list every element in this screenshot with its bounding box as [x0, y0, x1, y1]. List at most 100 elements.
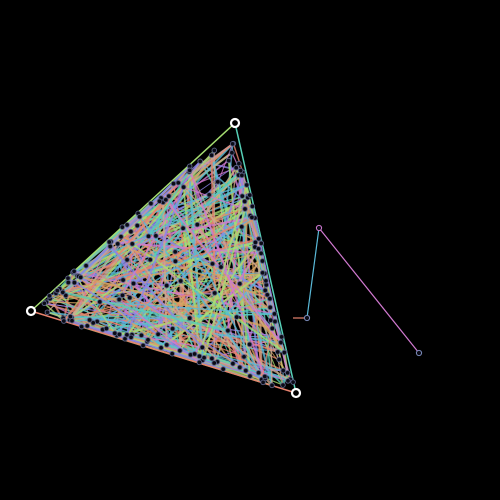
graph-node[interactable]: [148, 200, 154, 207]
graph-node[interactable]: [263, 278, 269, 284]
graph-node[interactable]: [258, 250, 264, 257]
graph-node[interactable]: [175, 180, 182, 186]
graph-node[interactable]: [285, 378, 291, 384]
graph-node[interactable]: [61, 318, 67, 324]
graph-node[interactable]: [252, 239, 259, 246]
graph-node[interactable]: [163, 197, 169, 203]
graph-node[interactable]: [169, 350, 175, 357]
graph-node[interactable]: [201, 354, 207, 361]
graph-node[interactable]: [196, 353, 203, 359]
graph-node[interactable]: [241, 198, 248, 205]
graph-node[interactable]: [209, 355, 215, 362]
graph-node[interactable]: [271, 311, 278, 317]
graph-node[interactable]: [278, 339, 284, 346]
graph-node[interactable]: [106, 239, 113, 245]
graph-node[interactable]: [267, 295, 273, 302]
graph-node[interactable]: [63, 292, 69, 299]
graph-node[interactable]: [169, 325, 176, 332]
graph-node[interactable]: [112, 330, 118, 336]
graph-node[interactable]: [120, 277, 126, 283]
graph-node[interactable]: [134, 222, 141, 229]
graph-node[interactable]: [119, 224, 126, 230]
graph-node[interactable]: [237, 167, 244, 174]
graph-node[interactable]: [249, 214, 255, 221]
graph-node[interactable]: [259, 270, 266, 276]
graph-node[interactable]: [170, 180, 177, 187]
graph-node[interactable]: [241, 354, 247, 360]
graph-node[interactable]: [83, 262, 89, 269]
graph-node[interactable]: [156, 198, 163, 204]
graph-node[interactable]: [230, 360, 236, 367]
graph-node[interactable]: [54, 287, 61, 294]
graph-node[interactable]: [255, 369, 262, 376]
graph-node[interactable]: [237, 280, 243, 287]
graph-node[interactable]: [116, 296, 122, 303]
graph-node[interactable]: [78, 323, 85, 330]
graph-node[interactable]: [128, 334, 134, 341]
graph-node[interactable]: [41, 300, 48, 307]
graph-node[interactable]: [272, 318, 278, 325]
graph-node[interactable]: [186, 167, 193, 174]
tail-node[interactable]: [315, 224, 323, 232]
graph-node[interactable]: [153, 233, 159, 239]
graph-node[interactable]: [215, 179, 221, 185]
graph-node[interactable]: [259, 258, 266, 264]
graph-node[interactable]: [191, 351, 198, 357]
graph-node[interactable]: [246, 341, 253, 348]
graph-node[interactable]: [211, 290, 218, 296]
graph-node[interactable]: [180, 184, 187, 190]
graph-node[interactable]: [65, 279, 72, 286]
graph-node[interactable]: [186, 315, 193, 321]
graph-node[interactable]: [225, 327, 231, 334]
graph-node[interactable]: [97, 299, 103, 305]
graph-node[interactable]: [220, 366, 226, 372]
graph-node[interactable]: [147, 256, 153, 263]
graph-node[interactable]: [118, 233, 124, 240]
graph-node[interactable]: [247, 373, 253, 379]
graph-node[interactable]: [128, 228, 134, 235]
graph-node[interactable]: [124, 257, 130, 263]
graph-node[interactable]: [124, 332, 130, 338]
graph-node[interactable]: [225, 157, 232, 164]
graph-node[interactable]: [262, 373, 268, 380]
graph-node[interactable]: [145, 337, 151, 343]
graph-node[interactable]: [136, 213, 143, 220]
graph-node[interactable]: [158, 345, 164, 351]
graph-node[interactable]: [267, 304, 273, 311]
graph-node[interactable]: [280, 367, 286, 374]
graph-node[interactable]: [233, 314, 240, 320]
graph-node[interactable]: [199, 344, 206, 351]
graph-node[interactable]: [163, 342, 170, 348]
graph-node[interactable]: [276, 356, 282, 363]
graph-node[interactable]: [177, 278, 184, 284]
graph-node[interactable]: [129, 241, 136, 247]
graph-node[interactable]: [140, 342, 146, 349]
graph-node[interactable]: [260, 379, 266, 386]
graph-node[interactable]: [281, 349, 288, 356]
anchor-left-node[interactable]: [25, 305, 37, 317]
graph-node[interactable]: [177, 347, 183, 354]
graph-node[interactable]: [127, 294, 133, 301]
graph-node[interactable]: [107, 243, 113, 250]
tail-node[interactable]: [303, 314, 311, 322]
tail-node[interactable]: [415, 349, 423, 357]
graph-node[interactable]: [114, 241, 121, 247]
graph-node[interactable]: [233, 164, 239, 171]
anchor-top-node[interactable]: [229, 117, 241, 129]
graph-node[interactable]: [247, 192, 253, 198]
graph-node[interactable]: [60, 289, 66, 296]
graph-node[interactable]: [243, 367, 249, 374]
graph-node[interactable]: [172, 258, 179, 264]
graph-node[interactable]: [274, 349, 281, 355]
graph-node[interactable]: [145, 233, 152, 239]
graph-node[interactable]: [280, 382, 286, 388]
anchor-bottom-right-node[interactable]: [290, 387, 302, 399]
graph-node[interactable]: [242, 206, 248, 212]
graph-node[interactable]: [239, 193, 246, 199]
graph-node[interactable]: [262, 287, 268, 294]
graph-node[interactable]: [269, 325, 276, 332]
graph-node[interactable]: [208, 152, 215, 158]
graph-node[interactable]: [209, 261, 216, 267]
graph-node[interactable]: [196, 359, 203, 366]
graph-node[interactable]: [69, 317, 75, 324]
